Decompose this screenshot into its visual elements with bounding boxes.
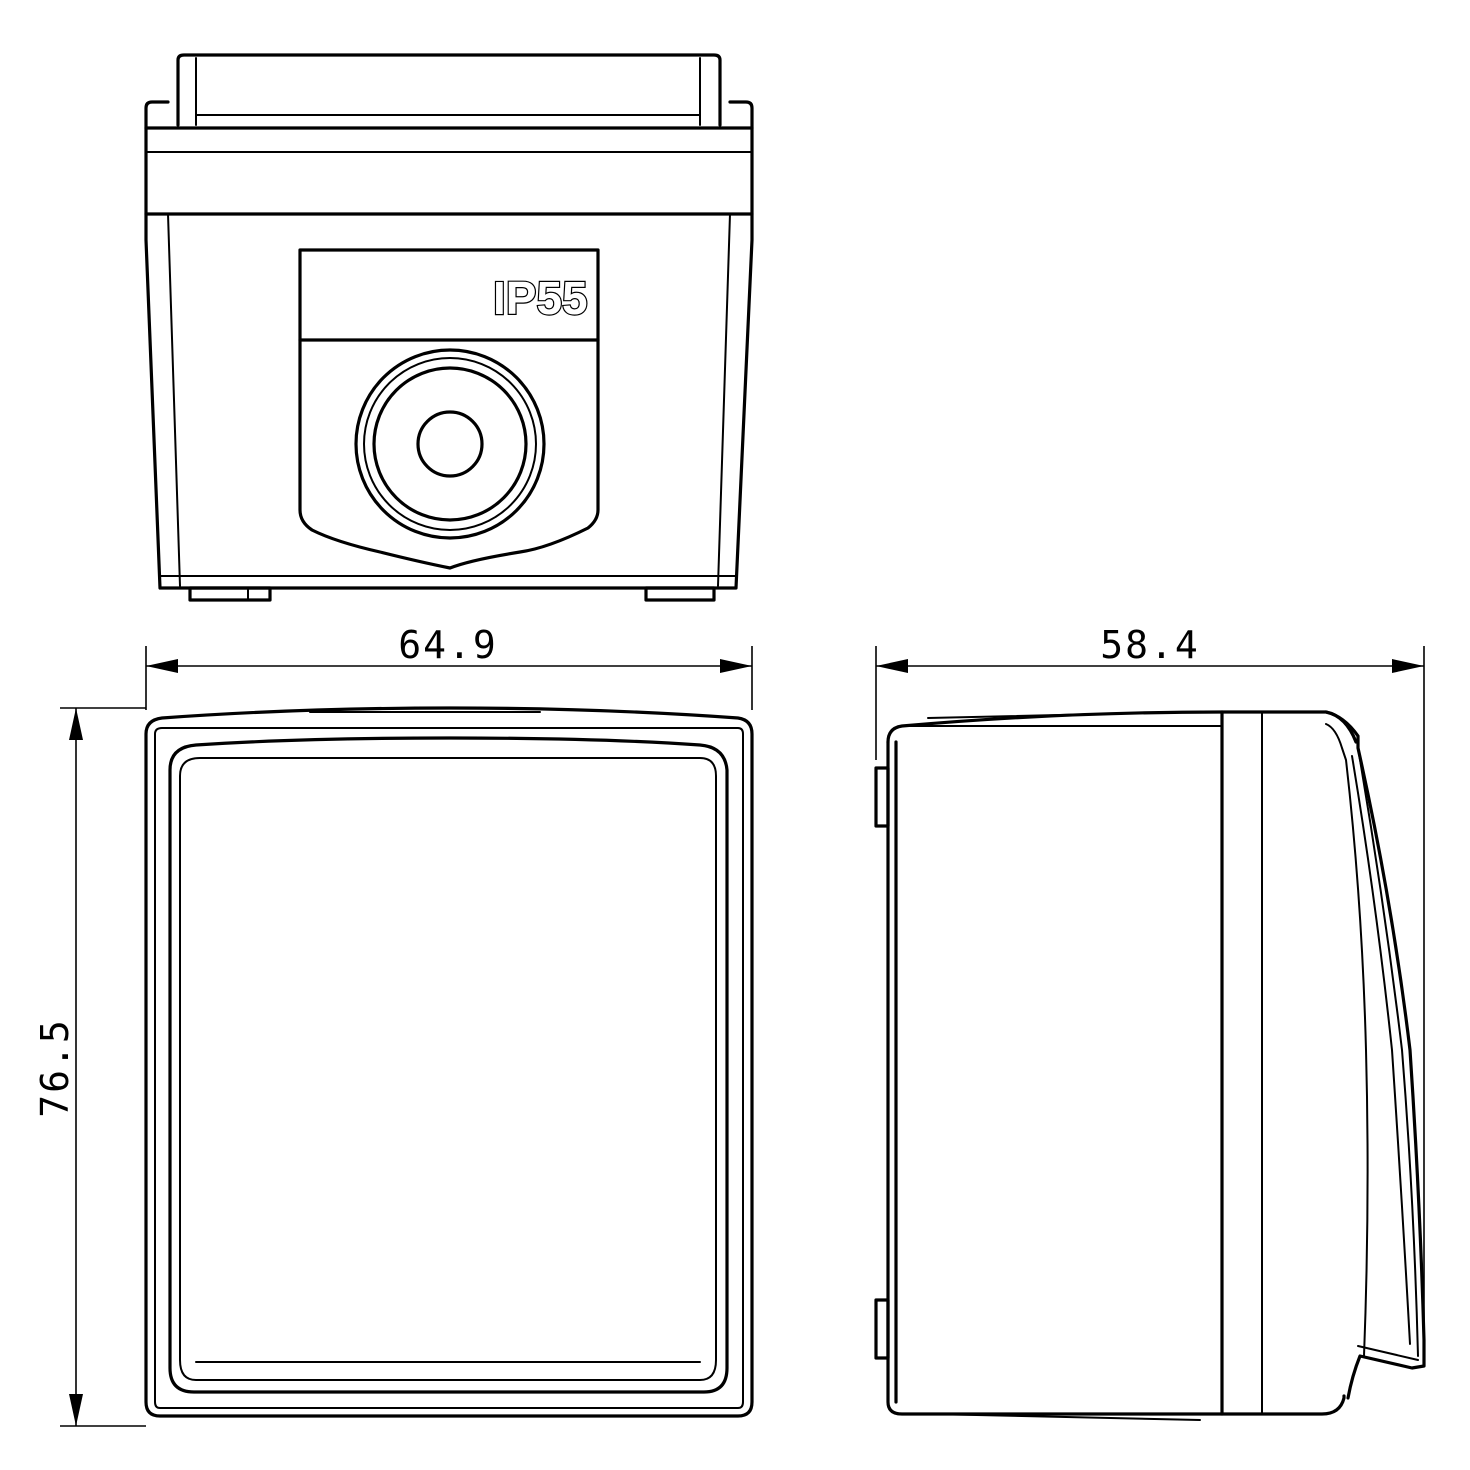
height-dimension: 76.5 xyxy=(33,707,146,1427)
cable-entry-hole xyxy=(416,410,484,478)
ip-rating-label: IP55 xyxy=(493,272,588,324)
top-view: IP55 xyxy=(144,53,754,602)
side-view xyxy=(874,710,1426,1421)
front-view xyxy=(144,706,754,1418)
height-dimension-label: 76.5 xyxy=(33,1018,77,1118)
front-cover xyxy=(168,736,729,1394)
width-dimension-label: 64.9 xyxy=(398,623,498,667)
depth-dimension: 58.4 xyxy=(875,623,1425,1366)
gland-outer-ring xyxy=(354,348,546,540)
width-dimension: 64.9 xyxy=(145,623,753,710)
depth-dimension-label: 58.4 xyxy=(1100,623,1200,667)
